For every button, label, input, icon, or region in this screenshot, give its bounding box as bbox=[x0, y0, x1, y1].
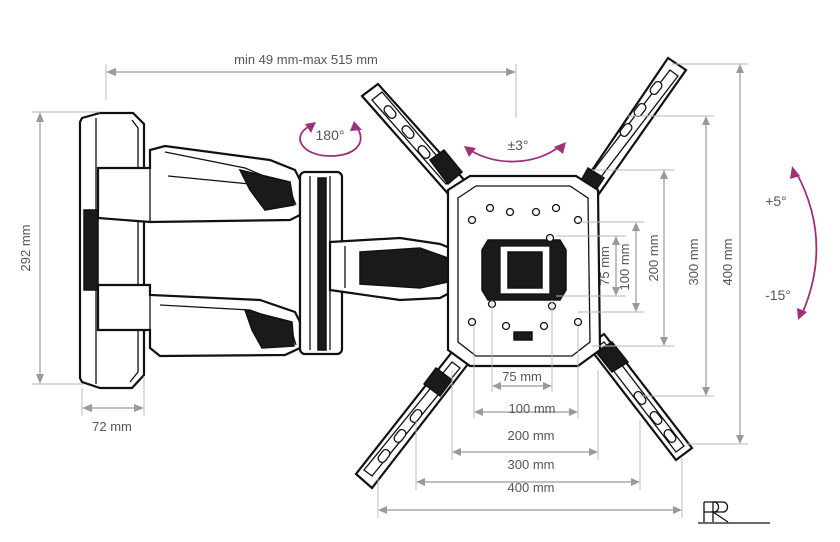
rotation-label: ±3° bbox=[507, 137, 528, 153]
arm-assembly bbox=[78, 111, 457, 390]
vesa-arm-bottom-left bbox=[354, 350, 470, 490]
tilt-arrow bbox=[795, 171, 818, 315]
vesa-h-75-label: 75 mm bbox=[502, 369, 542, 384]
vesa-v-100-label: 100 mm bbox=[617, 244, 632, 291]
vesa-head bbox=[354, 56, 694, 490]
vesa-v-300-label: 300 mm bbox=[686, 239, 701, 286]
vesa-arm-top-left bbox=[360, 82, 468, 198]
vesa-v-400-label: 400 mm bbox=[720, 239, 735, 286]
wall-plate-height-label: 292 mm bbox=[18, 225, 33, 272]
upper-arm bbox=[96, 144, 302, 224]
swivel-arrow bbox=[299, 125, 362, 157]
dimension-labels: min 49 mm-max 515 mm 292 mm 72 mm 75 mm … bbox=[18, 52, 791, 495]
extension-label: min 49 mm-max 515 mm bbox=[234, 52, 378, 67]
brand-logo bbox=[698, 501, 770, 524]
vesa-h-400-label: 400 mm bbox=[508, 480, 555, 495]
tilt-up-label: +5° bbox=[765, 193, 787, 209]
wall-plate-slot bbox=[83, 209, 99, 291]
tilt-down-label: -15° bbox=[765, 287, 791, 303]
swivel-label: 180° bbox=[316, 127, 345, 143]
rotation-arrow bbox=[469, 145, 561, 163]
dimension-lines bbox=[32, 63, 748, 518]
vesa-h-100-label: 100 mm bbox=[509, 401, 556, 416]
vesa-v-200-label: 200 mm bbox=[646, 235, 661, 282]
vesa-v-75-label: 75 mm bbox=[597, 246, 612, 286]
wall-plate-depth-label: 72 mm bbox=[92, 419, 132, 434]
vesa-arm-top-right bbox=[577, 56, 688, 200]
vesa-h-200-label: 200 mm bbox=[508, 428, 555, 443]
vesa-h-300-label: 300 mm bbox=[508, 457, 555, 472]
rotation-indicators bbox=[299, 121, 818, 320]
